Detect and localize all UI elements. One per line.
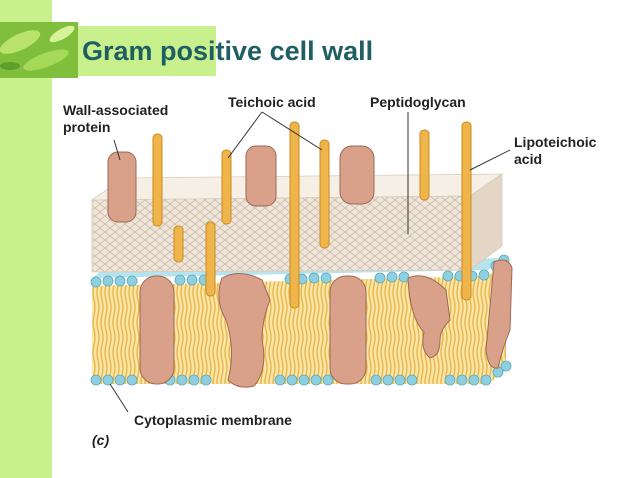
wall-associated-proteins (107, 145, 375, 223)
teichoic-acid-rods (152, 121, 472, 309)
page-title: Gram positive cell wall (82, 36, 374, 66)
membrane-proteins (139, 259, 513, 388)
cytoplasmic-membrane (90, 254, 512, 386)
title-accent-band (52, 26, 216, 76)
label-peptidoglycan: Peptidoglycan (370, 94, 466, 110)
label-cytoplasmic-membrane: Cytoplasmic membrane (134, 412, 292, 428)
label-wall-associated-protein: Wall-associated protein (63, 102, 169, 135)
label-teichoic-acid: Teichoic acid (228, 94, 316, 110)
label-lipoteichoic-acid: Lipoteichoic acid (514, 134, 597, 167)
leader-lines (109, 111, 511, 413)
left-accent-band (0, 0, 52, 478)
bacteria-logo (0, 22, 78, 78)
panel-label: (c) (92, 432, 110, 448)
